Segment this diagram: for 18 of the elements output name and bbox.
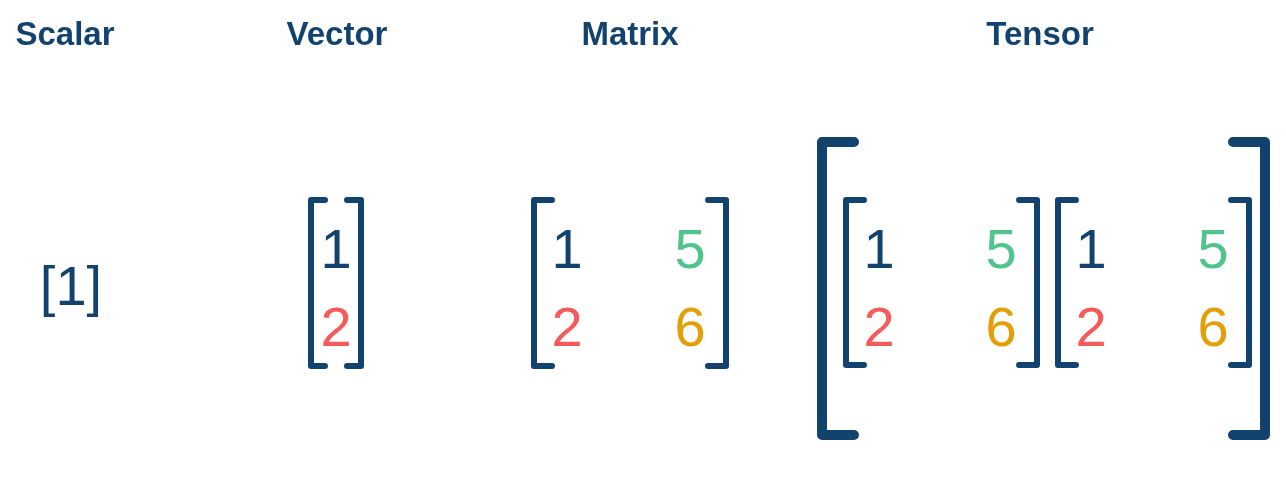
matrix-entry: 1 (1075, 221, 1107, 277)
matrix-entry: 1 (320, 221, 352, 277)
column-heading: Scalar (15, 16, 115, 50)
matrix-entry: 1 (551, 221, 583, 277)
matrix-entry: 2 (320, 299, 352, 355)
matrix-entry: 1 (863, 221, 895, 277)
column-heading: Tensor (986, 16, 1094, 50)
matrix-entry: 2 (1075, 299, 1107, 355)
matrix-entry: 2 (863, 299, 895, 355)
column-heading: Matrix (581, 16, 679, 50)
matrix-entry: 6 (1197, 299, 1229, 355)
matrix-entry: 2 (551, 299, 583, 355)
matrix-entry: 5 (1197, 221, 1229, 277)
matrix-entry: 6 (674, 299, 706, 355)
matrix-entry: 5 (985, 221, 1017, 277)
matrix-entry: 6 (985, 299, 1017, 355)
matrix-entry: 5 (674, 221, 706, 277)
column-heading: Vector (286, 16, 388, 50)
